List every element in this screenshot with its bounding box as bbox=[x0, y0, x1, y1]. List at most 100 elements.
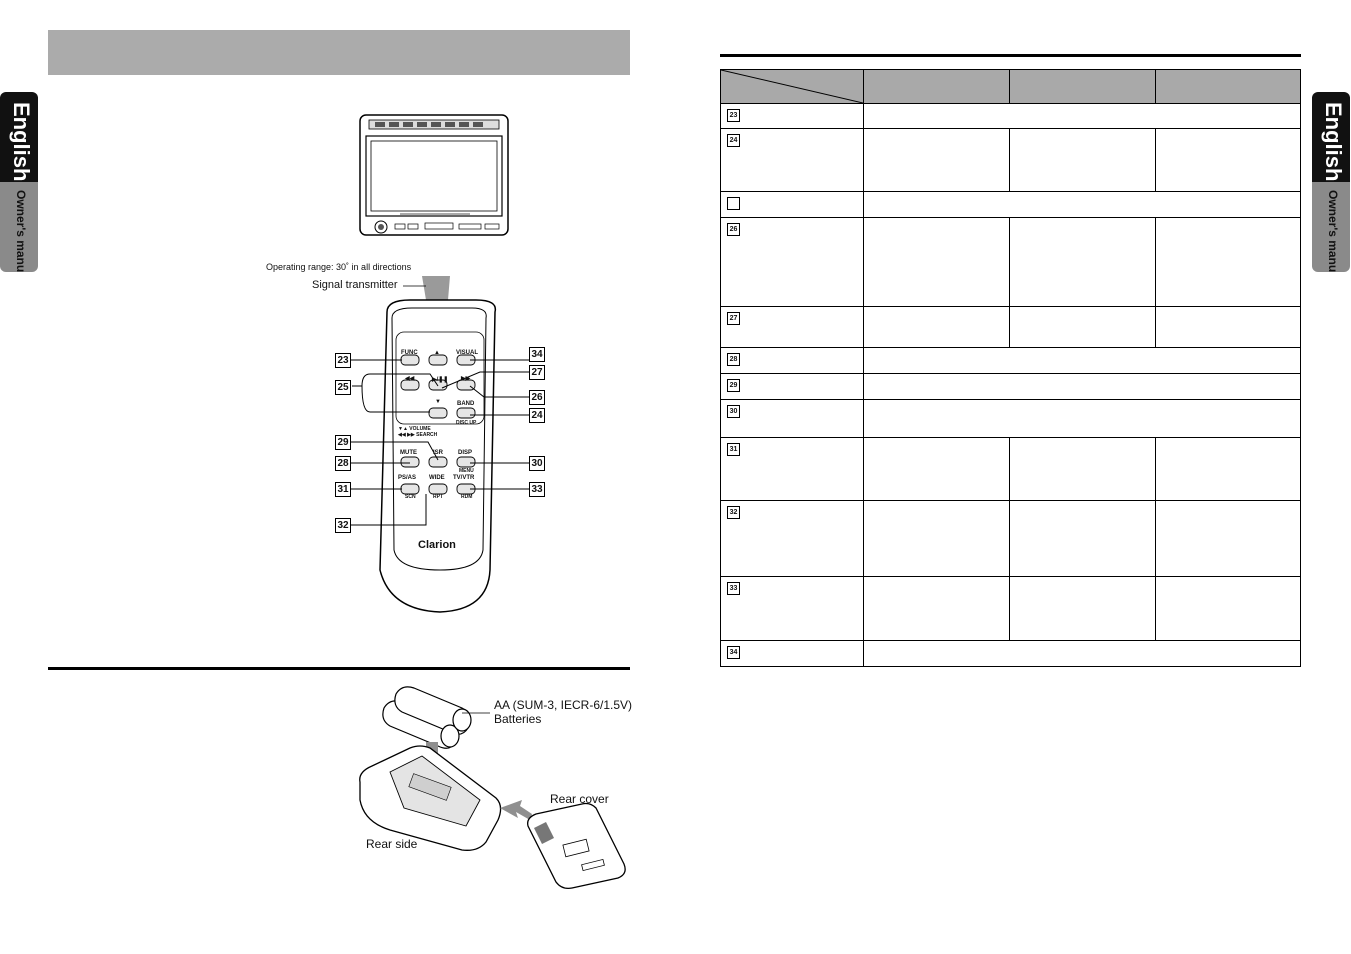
rear-side-label: Rear side bbox=[366, 837, 418, 851]
callout-33: 33 bbox=[529, 482, 545, 497]
row-number: 31 bbox=[727, 443, 740, 456]
brand-logo: Clarion bbox=[418, 539, 456, 551]
table-cell bbox=[1009, 128, 1156, 192]
table-row: 23 bbox=[720, 103, 1301, 129]
battery-illustration bbox=[359, 686, 626, 890]
rear-cover-label: Rear cover bbox=[550, 792, 609, 806]
scn-label: SCN bbox=[405, 494, 416, 500]
row-number: 28 bbox=[727, 353, 740, 366]
section-header-bar bbox=[48, 30, 630, 75]
table-cell bbox=[863, 399, 1301, 438]
callout-26: 26 bbox=[529, 390, 545, 405]
table-row: 31 bbox=[720, 437, 1301, 501]
wide-label: WIDE bbox=[429, 475, 445, 481]
section-rule-left bbox=[48, 667, 630, 670]
table-header-diagonal-cell bbox=[720, 69, 864, 104]
table-cell bbox=[863, 640, 1301, 667]
up-label: ▲ bbox=[434, 350, 440, 356]
table-header-col1 bbox=[863, 69, 1010, 104]
row-number: 32 bbox=[727, 506, 740, 519]
rpt-label: RPT bbox=[433, 494, 443, 500]
table-row: 26 bbox=[720, 217, 1301, 307]
down-label: ▼ bbox=[435, 399, 441, 405]
table-cell bbox=[1155, 306, 1301, 348]
table-cell bbox=[1155, 128, 1301, 192]
table-cell bbox=[863, 217, 1010, 307]
table-row: 33 bbox=[720, 576, 1301, 641]
table-cell bbox=[863, 128, 1010, 192]
table-cell bbox=[863, 576, 1010, 641]
table-cell bbox=[1009, 306, 1156, 348]
disp-label: DISP bbox=[458, 450, 473, 456]
table-header-col3 bbox=[1155, 69, 1301, 104]
table-cell bbox=[863, 103, 1301, 129]
visual-label: VISUAL bbox=[456, 350, 479, 356]
row-number: 33 bbox=[727, 582, 740, 595]
row-number: 26 bbox=[727, 223, 740, 236]
battery-label-line1: AA (SUM-3, IECR-6/1.5V) bbox=[494, 698, 633, 712]
table-cell bbox=[1009, 500, 1156, 577]
callout-30: 30 bbox=[529, 456, 545, 471]
disc-up-label: DISC UP bbox=[456, 420, 477, 426]
callout-32: 32 bbox=[335, 518, 351, 533]
table-row: 27 bbox=[720, 306, 1301, 348]
row-number bbox=[727, 197, 740, 210]
battery-label-line2: Batteries bbox=[494, 712, 542, 726]
table-header-col2 bbox=[1009, 69, 1156, 104]
table-row: 28 bbox=[720, 347, 1301, 374]
prev-label: ◀◀ bbox=[405, 376, 415, 382]
row-number: 27 bbox=[727, 312, 740, 325]
row-number: 29 bbox=[727, 379, 740, 392]
side-tab-right: English Owner's manual bbox=[1312, 92, 1350, 272]
mute-label: MUTE bbox=[400, 450, 417, 456]
table-row: 30 bbox=[720, 399, 1301, 438]
table-cell bbox=[863, 347, 1301, 374]
table-row: 34 bbox=[720, 640, 1301, 667]
table-cell bbox=[863, 191, 1301, 218]
table-row: 32 bbox=[720, 500, 1301, 577]
ps-as-label: PS/AS bbox=[398, 475, 417, 481]
side-tab-left: English Owner's manual bbox=[0, 92, 38, 272]
callout-23: 23 bbox=[335, 353, 351, 368]
callout-28: 28 bbox=[335, 456, 351, 471]
rdm-label: RDM bbox=[461, 494, 473, 500]
callout-24: 24 bbox=[529, 408, 545, 423]
function-table: 23 24 26 27 28 29 30 31 32 33 34 bbox=[720, 69, 1301, 667]
table-row: 29 bbox=[720, 373, 1301, 400]
volume-label: ▼▲ VOLUME bbox=[398, 426, 431, 432]
row-number: 30 bbox=[727, 405, 740, 418]
head-unit-illustration bbox=[359, 114, 509, 236]
table-cell bbox=[863, 373, 1301, 400]
func-label: FUNC bbox=[401, 350, 418, 356]
side-tab-manual: Owner's manual bbox=[1326, 190, 1340, 272]
callout-27: 27 bbox=[529, 365, 545, 380]
table-row: 24 bbox=[720, 128, 1301, 192]
callout-31: 31 bbox=[335, 482, 351, 497]
table-cell bbox=[863, 306, 1010, 348]
next-label: ▶▶ bbox=[461, 376, 471, 382]
side-tab-language: English bbox=[9, 102, 34, 182]
table-cell bbox=[1155, 576, 1301, 641]
table-cell bbox=[1155, 217, 1301, 307]
play-label: ▶/❚❚ bbox=[432, 377, 449, 383]
isr-label: ISR bbox=[433, 450, 444, 456]
table-header-row bbox=[720, 69, 1301, 104]
side-tab-manual: Owner's manual bbox=[14, 190, 28, 272]
row-number: 23 bbox=[727, 109, 740, 122]
row-number: 24 bbox=[727, 134, 740, 147]
remote-control-illustration bbox=[350, 276, 530, 613]
section-rule-right bbox=[720, 54, 1301, 57]
menu-label: MENU bbox=[459, 468, 474, 474]
table-cell bbox=[1009, 437, 1156, 501]
callout-29: 29 bbox=[335, 435, 351, 450]
table-cell bbox=[1009, 576, 1156, 641]
table-row bbox=[720, 191, 1301, 218]
table-cell bbox=[863, 500, 1010, 577]
table-cell bbox=[1155, 437, 1301, 501]
table-cell bbox=[1009, 217, 1156, 307]
tv-vtr-label: TV/VTR bbox=[453, 475, 475, 481]
band-label: BAND bbox=[457, 401, 475, 407]
signal-transmitter-label: Signal transmitter bbox=[312, 279, 398, 291]
row-number: 34 bbox=[727, 646, 740, 659]
table-cell bbox=[1155, 500, 1301, 577]
